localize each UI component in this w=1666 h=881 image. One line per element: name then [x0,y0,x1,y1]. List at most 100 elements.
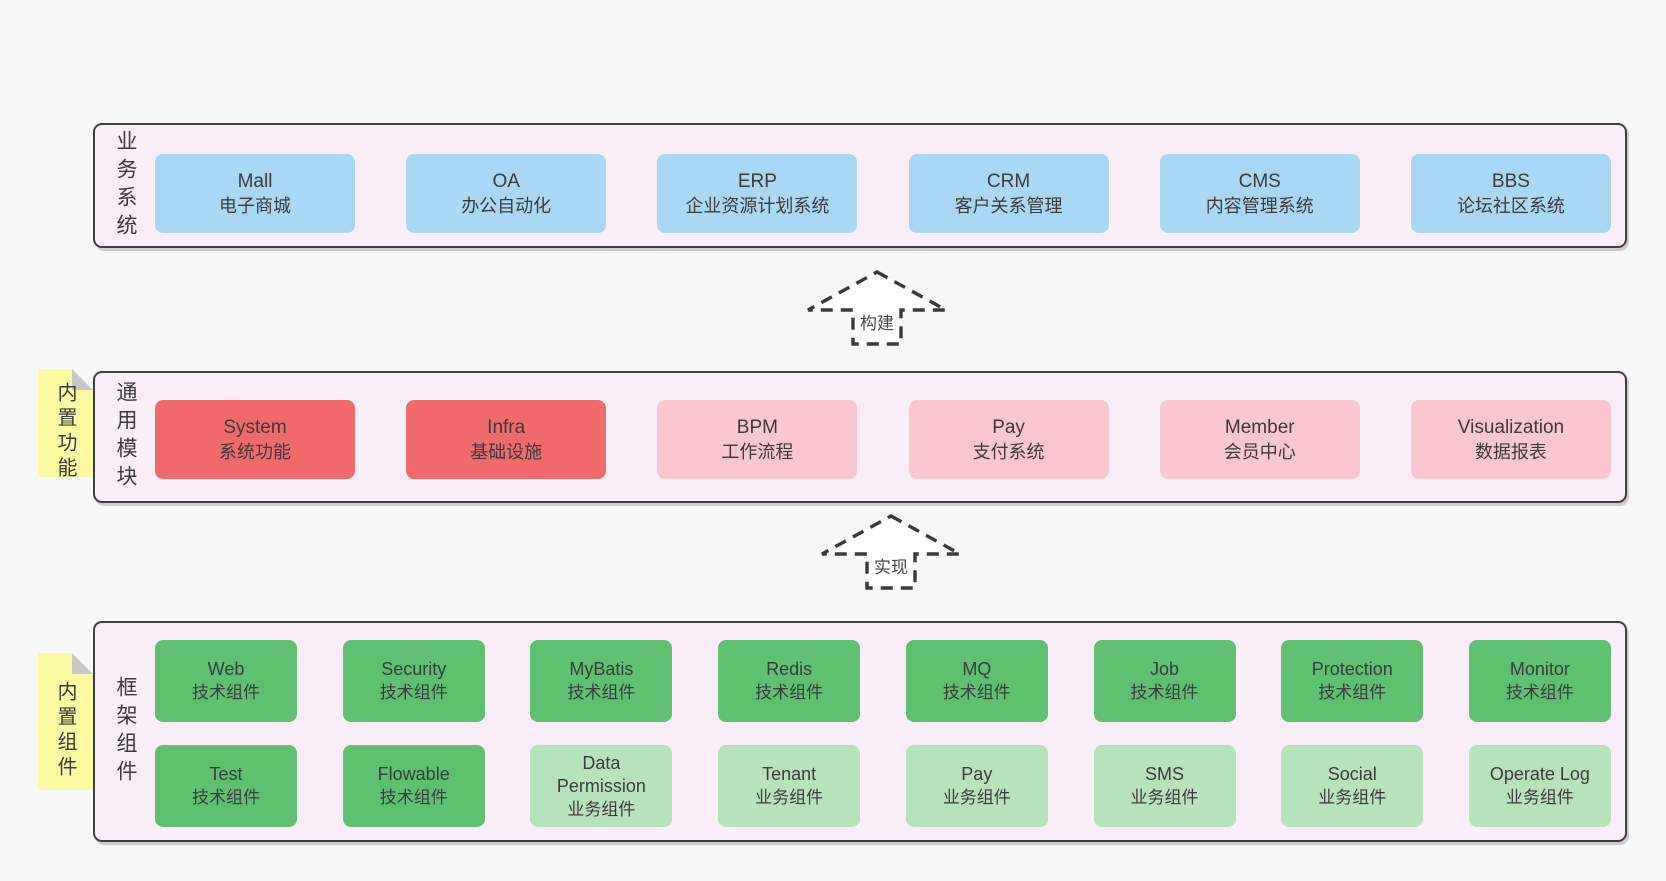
card-operate-log: Operate Log 业务组件 [1468,745,1611,827]
card-subtitle: 业务组件 [755,788,824,807]
card-subtitle: 论坛社区系统 [1456,195,1565,216]
card-subtitle: 技术组件 [1130,683,1199,702]
folded-corner-icon [72,653,93,674]
card-bpm: BPM 工作流程 [657,400,858,479]
card-mybatis: MyBatis 技术组件 [530,640,673,722]
card-security: Security 技术组件 [342,640,485,722]
card-social: Social 业务组件 [1281,745,1424,827]
card-title: Pay [992,416,1025,438]
card-subtitle: 技术组件 [1505,683,1574,702]
card-tenant: Tenant 业务组件 [718,745,861,827]
card-title: Member [1224,416,1295,438]
card-title: Social [1327,764,1377,784]
card-subtitle: 技术组件 [379,788,448,807]
band-label-common-modules: 通用模块 [114,381,137,493]
card-subtitle: 内容管理系统 [1205,195,1314,216]
card-title: Test [209,764,243,784]
card-title: Security [381,659,447,679]
card-test: Test 技术组件 [155,745,297,827]
card-subtitle: 电子商城 [219,195,291,216]
card-pay: Pay 支付系统 [908,400,1109,479]
card-title: Tenant [762,764,817,784]
card-subtitle: 技术组件 [567,683,636,702]
card-title: Mall [237,170,273,192]
band-framework-components: 框架组件 Web 技术组件 Security 技术组件 MyBatis 技术组件… [93,621,1627,842]
card-title: Monitor [1509,659,1570,679]
card-subtitle: 业务组件 [1505,788,1574,807]
card-infra: Infra 基础设施 [406,400,607,479]
card-protection: Protection 技术组件 [1281,640,1424,722]
card-subtitle: 企业资源计划系统 [685,195,830,216]
card-subtitle: 客户关系管理 [954,195,1063,216]
dashed-up-arrow-icon [821,514,961,590]
card-job: Job 技术组件 [1093,640,1236,722]
card-subtitle: 业务组件 [1318,788,1387,807]
card-mq: MQ 技术组件 [905,640,1048,722]
card-crm: CRM 客户关系管理 [908,154,1109,233]
card-title: Data Permission [556,752,646,796]
card-title: BPM [736,416,778,438]
card-subtitle: 工作流程 [721,441,794,462]
card-subtitle: 基础设施 [470,441,543,462]
card-visualization: Visualization 数据报表 [1410,400,1611,479]
card-system: System 系统功能 [155,400,355,479]
note-text: 内置组件 [54,680,76,781]
card-subtitle: 数据报表 [1474,441,1547,462]
arrow-label: 实现 [872,553,910,578]
card-mall: Mall 电子商城 [155,154,355,233]
card-cms: CMS 内容管理系统 [1159,154,1360,233]
card-subtitle: 技术组件 [192,683,260,702]
business-systems-row: Mall 电子商城 OA 办公自动化 ERP 企业资源计划系统 CRM 客户关系… [155,154,1611,233]
card-title: ERP [737,170,777,192]
card-subtitle: 技术组件 [942,683,1011,702]
card-title: Web [207,659,245,679]
card-monitor: Monitor 技术组件 [1468,640,1611,722]
card-title: Infra [487,416,526,438]
band-business-systems: 业务系统 Mall 电子商城 OA 办公自动化 ERP 企业资源计划系统 CRM… [93,123,1627,248]
card-subtitle: 支付系统 [972,441,1045,462]
band-label-business-systems: 业务系统 [114,129,137,242]
card-data-permission: Data Permission 业务组件 [530,745,673,827]
card-subtitle: 业务组件 [1130,788,1199,807]
dashed-up-arrow-icon [807,270,947,346]
card-subtitle: 技术组件 [192,788,260,807]
common-modules-row: System 系统功能 Infra 基础设施 BPM 工作流程 Pay 支付系统… [155,400,1611,479]
builtin-features-note: 内置功能 [38,369,93,477]
card-title: MQ [962,659,992,679]
card-flowable: Flowable 技术组件 [342,745,485,827]
card-title: CMS [1238,170,1281,192]
build-arrow: 构建 [802,268,952,348]
card-title: Flowable [377,764,450,784]
card-title: OA [492,170,520,192]
arrow-label: 构建 [858,309,896,334]
card-subtitle: 技术组件 [379,683,448,702]
card-bbs: BBS 论坛社区系统 [1410,154,1611,233]
card-sms: SMS 业务组件 [1093,745,1236,827]
card-subtitle: 业务组件 [942,788,1011,807]
card-subtitle: 技术组件 [755,683,824,702]
band-label-framework-components: 框架组件 [114,675,137,788]
framework-components-row-2: Test 技术组件 Flowable 技术组件 Data Permission … [155,745,1611,827]
card-title: BBS [1491,170,1530,192]
card-title: CRM [986,170,1031,192]
card-title: Operate Log [1489,764,1590,784]
card-subtitle: 会员中心 [1223,441,1296,462]
card-title: Redis [766,659,813,679]
card-subtitle: 系统功能 [219,441,291,462]
card-title: MyBatis [569,659,634,679]
card-title: Pay [961,764,993,784]
card-title: SMS [1145,764,1185,784]
card-subtitle: 业务组件 [567,799,636,819]
card-title: Job [1150,659,1180,679]
card-oa: OA 办公自动化 [406,154,607,233]
card-title: System [223,416,287,438]
card-pay-biz: Pay 业务组件 [905,745,1048,827]
card-redis: Redis 技术组件 [718,640,861,722]
card-member: Member 会员中心 [1159,400,1360,479]
card-erp: ERP 企业资源计划系统 [657,154,858,233]
card-title: Visualization [1457,416,1565,438]
card-subtitle: 办公自动化 [461,195,552,216]
card-subtitle: 技术组件 [1318,683,1387,702]
band-common-modules: 通用模块 System 系统功能 Infra 基础设施 BPM 工作流程 Pay… [93,371,1627,503]
